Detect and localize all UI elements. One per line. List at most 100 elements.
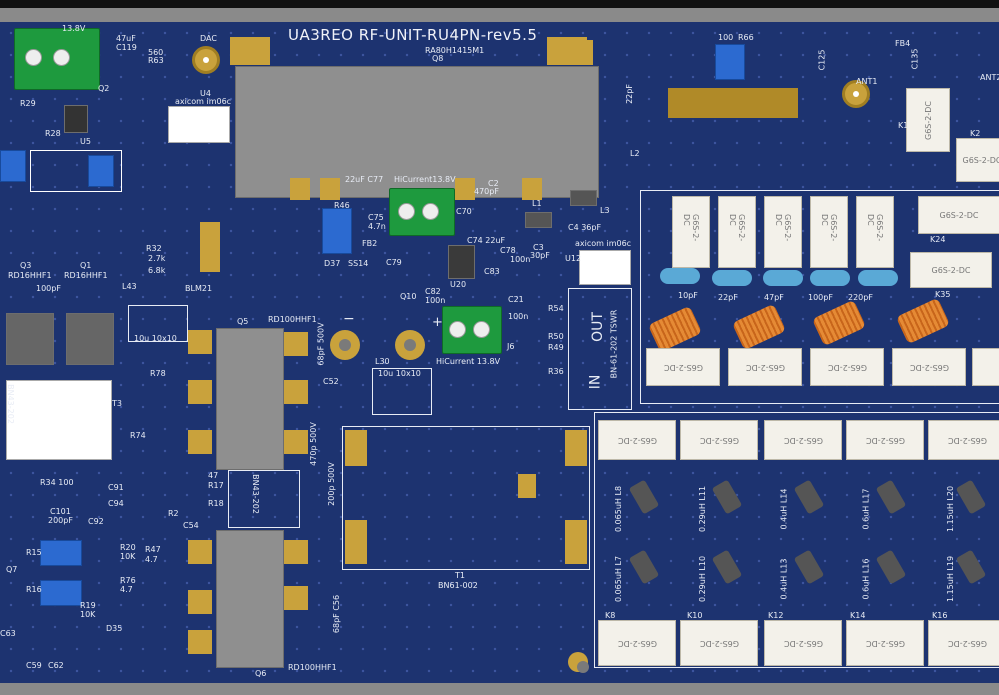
hicurrent-terminal-j6[interactable]	[442, 306, 502, 354]
label: 0.6uH L16	[861, 558, 871, 600]
hicurrent-terminal-1[interactable]	[389, 188, 455, 236]
label: C62	[48, 661, 64, 670]
label: 1.15uH L20	[946, 485, 956, 533]
label: D37	[324, 259, 341, 268]
transformer-core	[6, 313, 54, 365]
trimmer-r15[interactable]	[40, 540, 82, 566]
label: R74	[130, 431, 146, 440]
label: R16	[26, 585, 42, 594]
sma-connector-ant1[interactable]	[842, 80, 870, 108]
transformer-core	[66, 313, 114, 365]
pad	[200, 222, 220, 272]
label: R47	[145, 545, 161, 554]
pad	[320, 178, 340, 200]
label: C78	[500, 246, 516, 255]
relay: G6S-2-DC	[846, 420, 924, 460]
trimmer-r66[interactable]	[715, 44, 745, 80]
label: Q5	[237, 317, 249, 326]
label: R28	[45, 129, 61, 138]
label: 68pF C56	[332, 594, 342, 634]
label: Q6	[255, 669, 267, 678]
label: K12	[768, 611, 784, 620]
trimmer-r46[interactable]	[322, 208, 352, 254]
label: 560	[148, 48, 164, 57]
screw-icon	[25, 49, 42, 66]
label: Q3	[20, 261, 32, 270]
label: R20	[120, 543, 136, 552]
relay-label: G6S-2-DC	[745, 362, 785, 372]
transistor-q6	[216, 530, 284, 668]
label: T3	[112, 399, 122, 408]
label: R50	[548, 332, 564, 341]
relay: G6S-2-DC	[764, 196, 802, 268]
filter-section-outline	[640, 190, 999, 404]
sma-connector-dac[interactable]	[192, 46, 220, 74]
relay: G6S-2-DC	[928, 420, 999, 460]
relay: G6S-2-DC	[680, 420, 758, 460]
label: R76	[120, 576, 136, 585]
relay: G6S-2-DC	[672, 196, 710, 268]
relay-label: G6S-2-DC	[962, 155, 999, 165]
pad	[284, 430, 308, 454]
pad	[565, 520, 587, 564]
pad	[290, 178, 310, 200]
relay-label: G6S-2-DC	[682, 214, 700, 242]
capacitor	[712, 270, 752, 286]
pad	[568, 40, 593, 65]
power-terminal-13v8[interactable]	[14, 28, 100, 90]
label: K24	[930, 235, 946, 244]
regulator-u20	[448, 245, 475, 279]
label: R32	[146, 244, 162, 253]
label: 68pF 500V	[316, 322, 326, 366]
power-stud-plus[interactable]	[395, 330, 425, 360]
relay-label: G6S-2-DC	[866, 214, 884, 242]
relay-k16: G6S-2-DC	[928, 620, 999, 666]
pad	[284, 540, 308, 564]
label: 47pF	[764, 293, 784, 302]
relay-label: G6S-2-DC	[939, 210, 979, 220]
power-stud-minus[interactable]	[330, 330, 360, 360]
label: R54	[548, 304, 564, 313]
label: L30	[375, 357, 390, 366]
tswr-transformer-outline	[568, 288, 632, 410]
transformer-t3	[6, 380, 112, 460]
label: R34 100	[40, 478, 74, 487]
label: FB2	[362, 239, 378, 248]
trimmer[interactable]	[0, 150, 26, 182]
trimmer[interactable]	[88, 155, 114, 187]
relay: G6S-2-DC	[910, 252, 992, 288]
label: U5	[80, 137, 91, 146]
label: K1	[898, 121, 909, 130]
label: C54	[183, 521, 199, 530]
label: 30pF	[530, 251, 550, 260]
relay-label: G6S-2-DC	[931, 265, 971, 275]
label: BN43-202	[5, 384, 15, 424]
pad	[188, 540, 212, 564]
relay-label: G6S-2-DC	[783, 435, 823, 445]
relay: G6S-2-DC	[764, 420, 842, 460]
pad	[284, 332, 308, 356]
relay-u4	[168, 106, 230, 143]
label: 100n	[425, 296, 446, 305]
label: ANT2	[980, 73, 999, 82]
relay-label: G6S-2-DC	[820, 214, 838, 242]
label: C52	[323, 377, 339, 386]
pad	[522, 178, 542, 200]
relay-label: G6S-2-DC	[728, 214, 746, 242]
label: 10u 10x10	[134, 334, 177, 343]
label: C3	[533, 243, 544, 252]
label: R63	[148, 56, 164, 65]
label: HiCurrent13.8V	[394, 175, 456, 184]
label: BN43-202	[250, 474, 260, 514]
label: 470p 500V	[308, 422, 318, 466]
label: RD16HHF1	[64, 271, 108, 280]
trimmer-r16[interactable]	[40, 580, 82, 606]
relay-label: G6S-2-DC	[827, 362, 867, 372]
label: 0.065uH L8	[614, 485, 624, 533]
relay-label: G6S-2-DC	[699, 638, 739, 648]
label: OUT	[589, 312, 606, 342]
board-title: UA3REO RF-UNIT-RU4PN-rev5.5	[288, 26, 538, 44]
label: Q7	[6, 565, 18, 574]
label: 100pF	[36, 284, 61, 293]
label: axicom im06c	[175, 97, 232, 106]
